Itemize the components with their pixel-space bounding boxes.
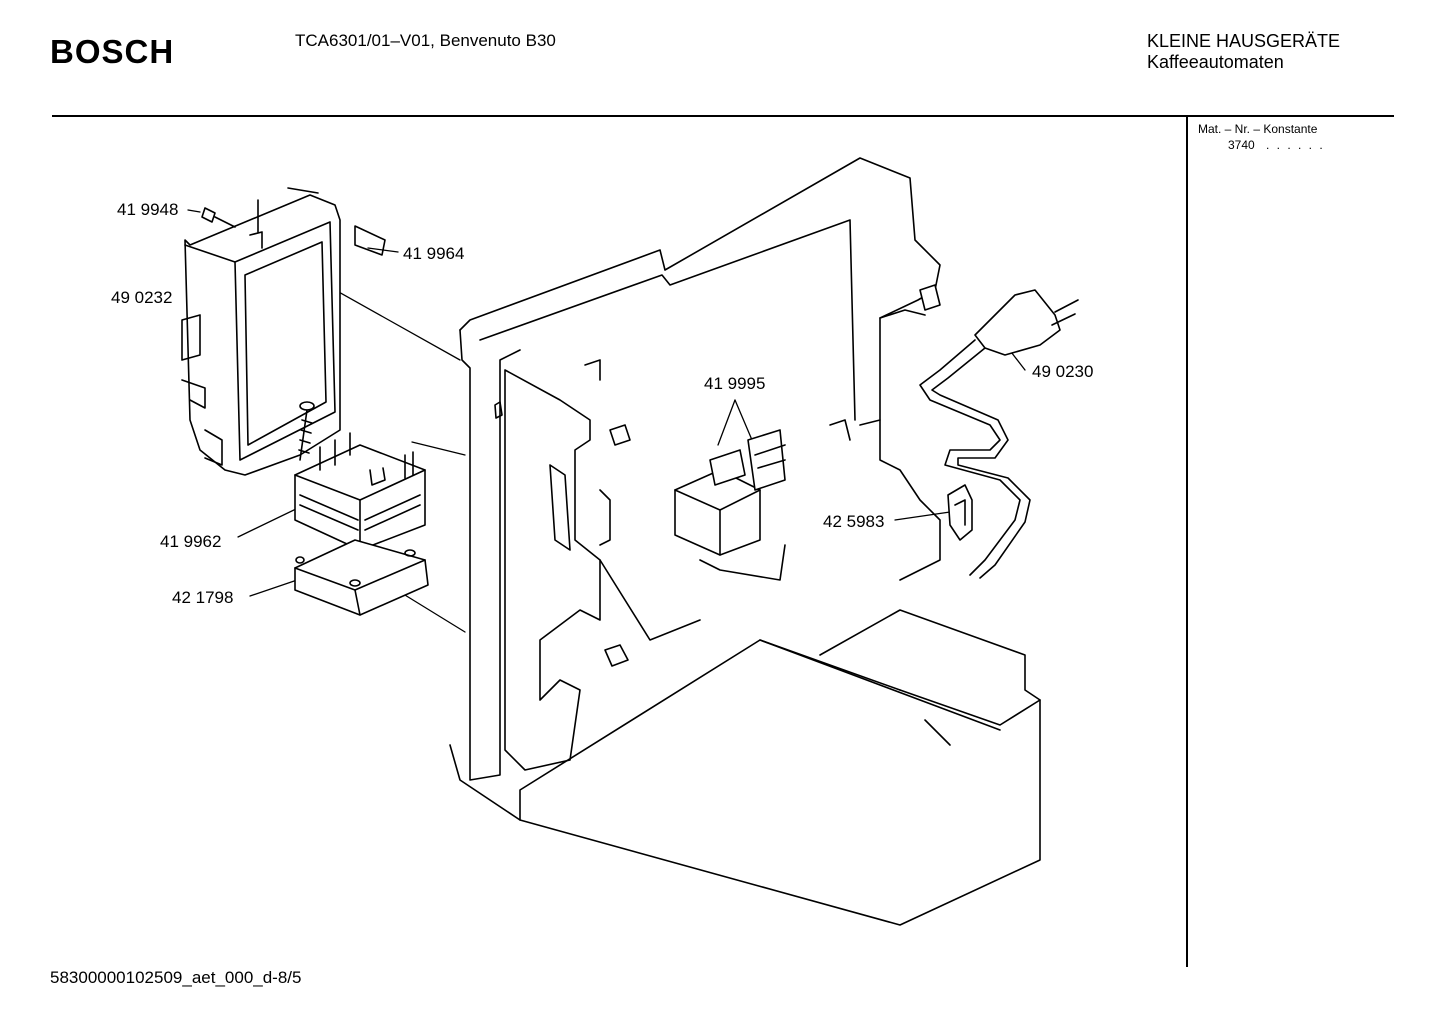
power-cord [919,289,1079,579]
part-label-490232: 49 0232 [111,288,173,307]
cable-clip [947,484,973,541]
category-subtitle: Kaffeeautomaten [1147,52,1284,72]
part-label-421798: 42 1798 [172,588,234,607]
mat-nr-dots: . . . . . . [1266,138,1325,152]
housing-cover [181,187,386,476]
transformer [294,432,426,551]
brand-logo: BOSCH [50,33,175,70]
part-label-425983: 42 5983 [823,512,885,531]
mat-nr-label: Mat. – Nr. – Konstante [1198,122,1318,136]
header-divider [52,115,1394,117]
model-title: TCA6301/01–V01, Benvenuto B30 [295,31,556,50]
part-label-419995: 41 9995 [704,374,766,393]
chassis-frame [459,157,941,781]
document-id: 58300000102509_aet_000_d-8/5 [50,968,302,987]
category-title: KLEINE HAUSGERÄTE [1147,31,1341,51]
part-label-419948: 41 9948 [117,200,179,219]
mounting-bracket [294,539,429,616]
part-label-419964: 41 9964 [403,244,465,263]
power-switch [674,429,786,556]
base-plate [449,609,1041,926]
screw [298,401,315,461]
mat-nr-value: 3740 [1228,138,1255,152]
part-label-490230: 49 0230 [1032,362,1094,381]
sidebar-divider [1186,117,1188,967]
part-label-419962: 41 9962 [160,532,222,551]
